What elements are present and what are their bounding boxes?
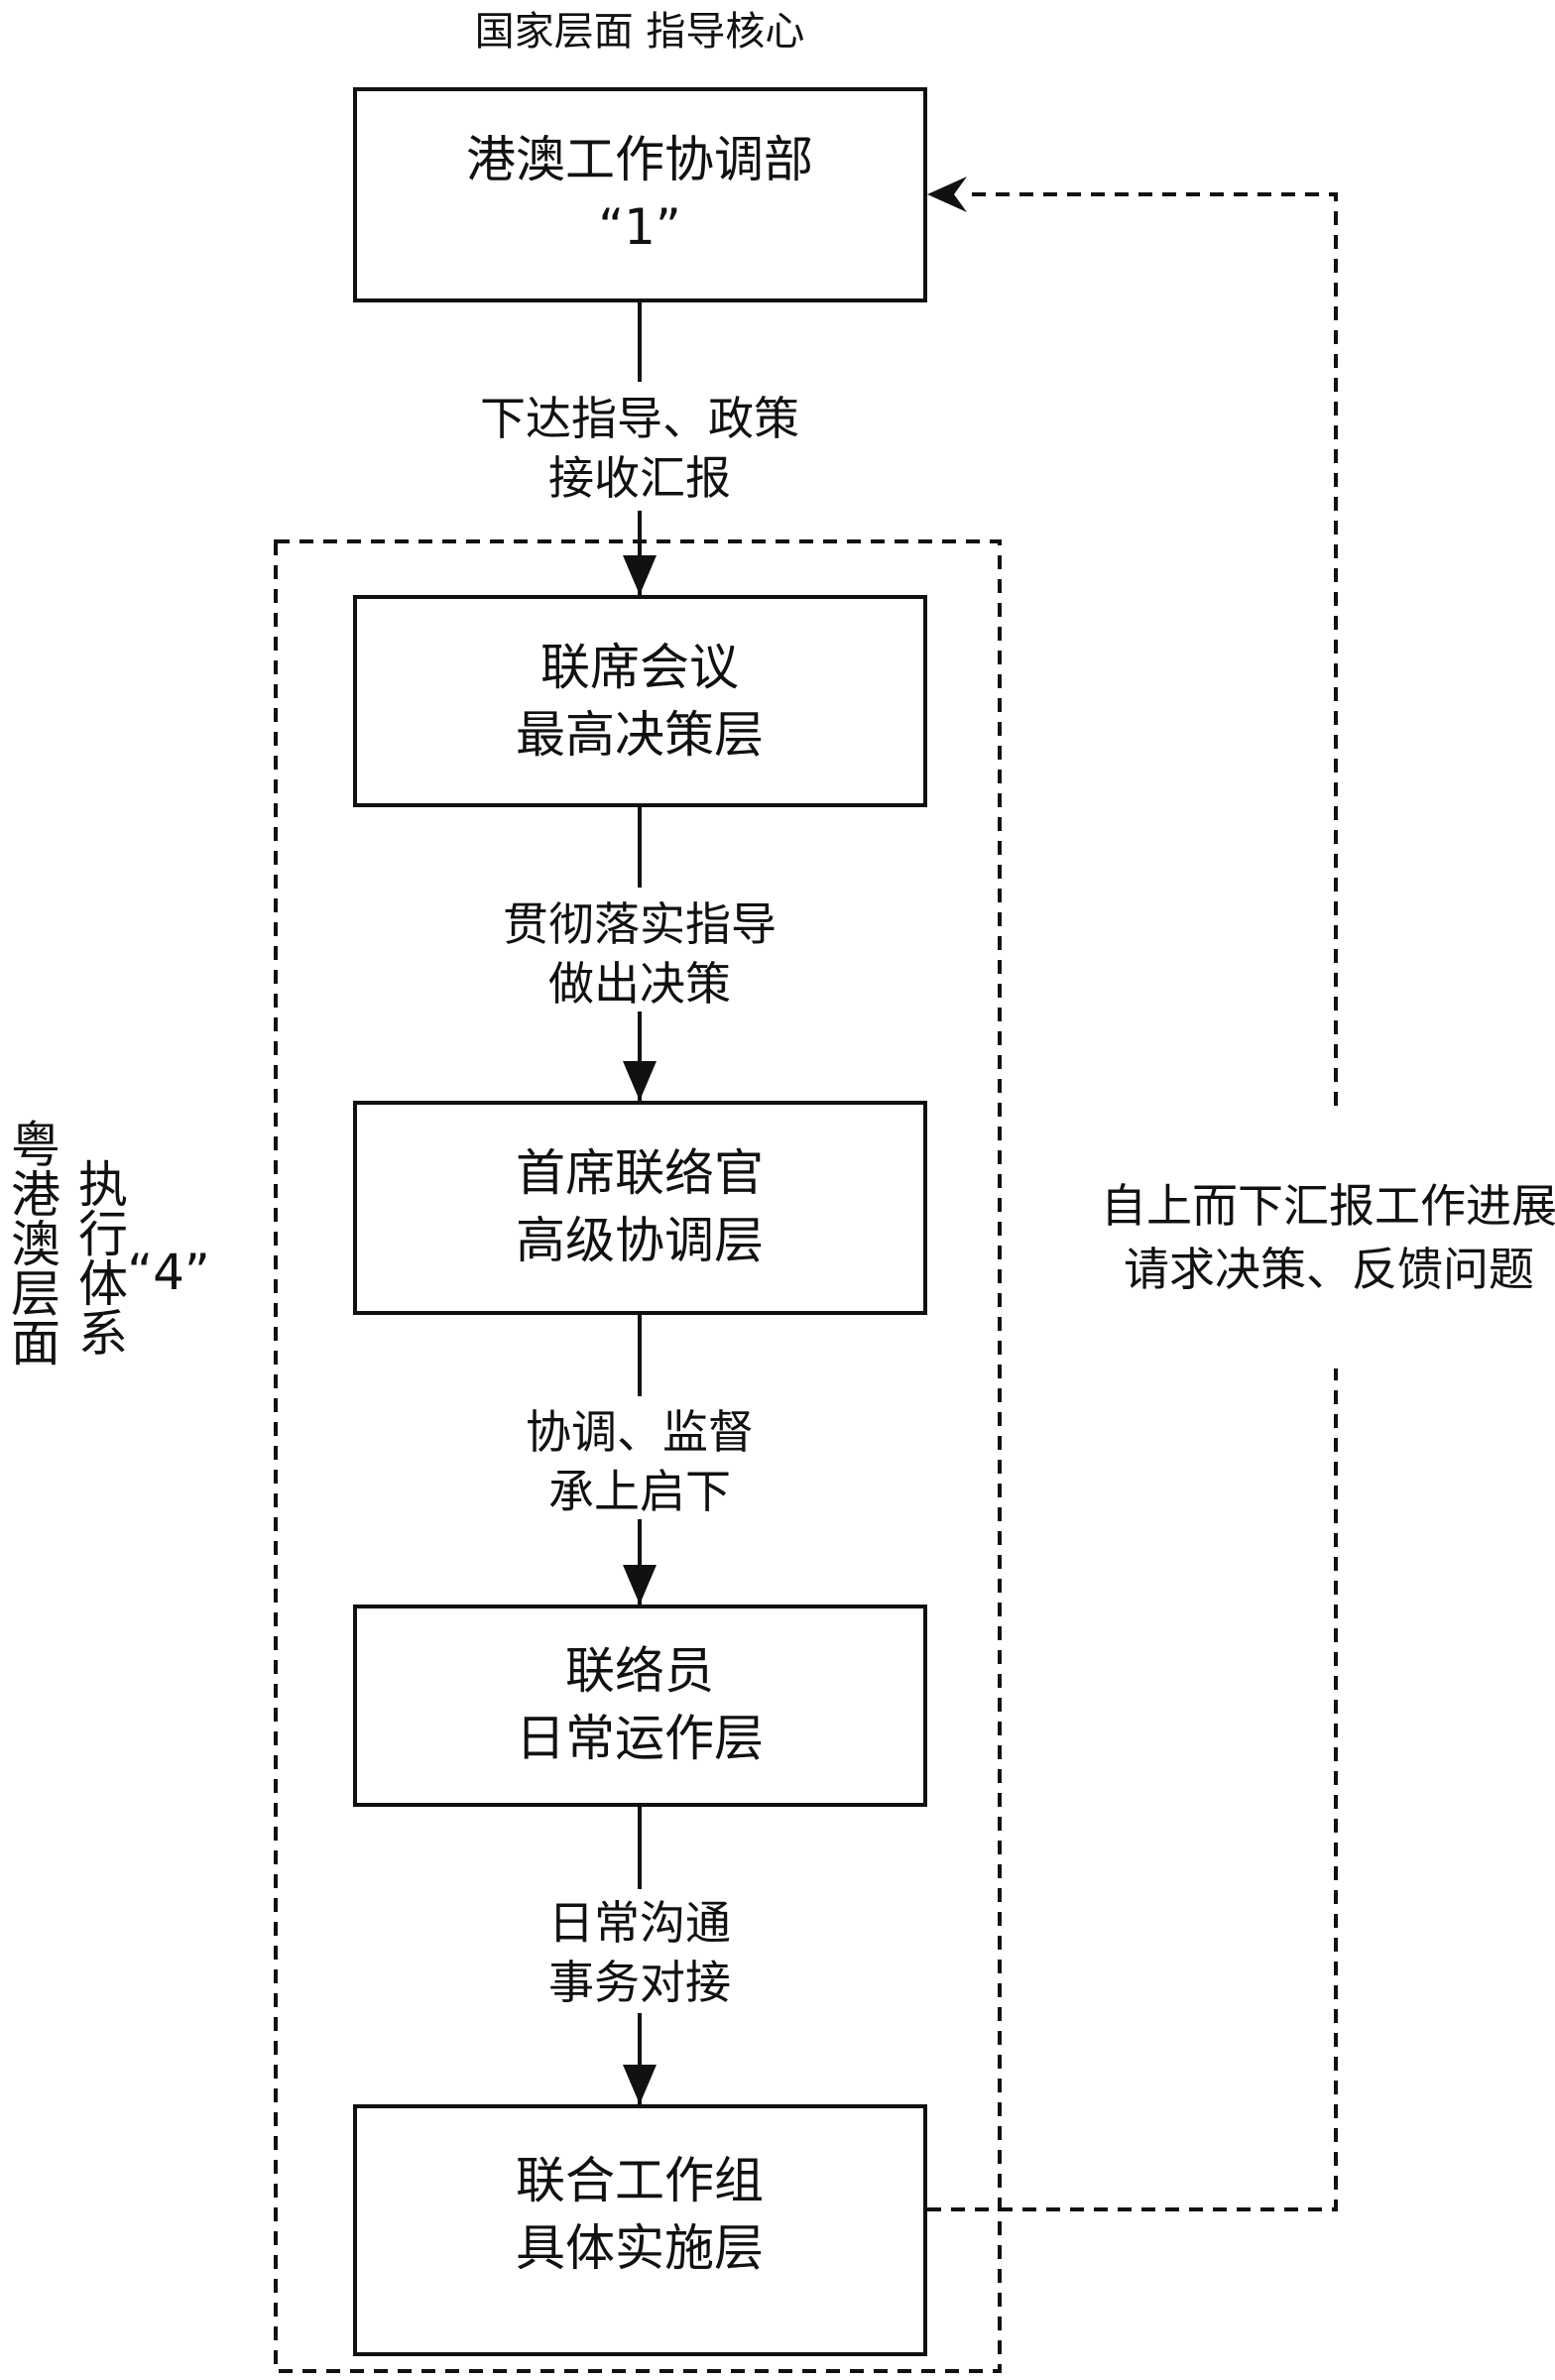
svg-text:事务对接: 事务对接 — [548, 1956, 731, 2009]
svg-text:自上而下汇报工作进展: 自上而下汇报工作进展 — [1101, 1179, 1555, 1233]
execution-system-label: 粤 港 澳 层 面 执 行 体 系 “4” — [11, 1117, 210, 1372]
svg-text:“4”: “4” — [127, 1244, 210, 1301]
svg-text:行: 行 — [78, 1206, 128, 1263]
svg-text:接收汇报: 接收汇报 — [548, 451, 731, 505]
svg-text:贯彻落实指导: 贯彻落实指导 — [503, 897, 777, 951]
svg-text:澳: 澳 — [11, 1216, 60, 1273]
svg-text:请求决策、反馈问题: 请求决策、反馈问题 — [1124, 1243, 1534, 1296]
svg-text:承上启下: 承上启下 — [548, 1465, 731, 1518]
edge-office-to-meeting: 下达指导、政策 接收汇报 — [480, 302, 799, 595]
node-joint-meeting: 联席会议 最高决策层 — [353, 595, 927, 807]
node-joint-working-group: 联合工作组 具体实施层 — [353, 2104, 927, 2356]
edge-chief-to-staff: 协调、监督 承上启下 — [526, 1315, 754, 1605]
svg-text:联席会议: 联席会议 — [540, 639, 739, 696]
svg-text:“1”: “1” — [598, 198, 681, 256]
svg-text:下达指导、政策: 下达指导、政策 — [480, 392, 799, 445]
svg-text:首席联络官: 首席联络官 — [516, 1144, 764, 1202]
svg-text:具体实施层: 具体实施层 — [516, 2219, 764, 2277]
svg-text:联合工作组: 联合工作组 — [516, 2152, 764, 2209]
svg-text:日常运作层: 日常运作层 — [516, 1710, 764, 1767]
node-liaison-staff: 联络员 日常运作层 — [353, 1605, 927, 1807]
edge-staff-to-group: 日常沟通 事务对接 — [548, 1807, 731, 2104]
svg-text:面: 面 — [11, 1315, 60, 1372]
svg-text:日常沟通: 日常沟通 — [548, 1896, 731, 1950]
svg-text:协调、监督: 协调、监督 — [526, 1405, 754, 1459]
svg-text:高级协调层: 高级协调层 — [516, 1212, 764, 1269]
feedback-loop: 自上而下汇报工作进展 请求决策、反馈问题 — [927, 177, 1555, 2211]
node-hk-macao-office: 港澳工作协调部 “1” — [353, 87, 927, 302]
edge-meeting-to-chief: 贯彻落实指导 做出决策 — [503, 807, 777, 1101]
svg-text:最高决策层: 最高决策层 — [516, 706, 764, 764]
svg-text:层: 层 — [11, 1265, 60, 1323]
svg-text:执: 执 — [78, 1156, 128, 1214]
national-level-label: 国家层面 指导核心 — [475, 9, 805, 55]
svg-text:港: 港 — [11, 1166, 60, 1224]
svg-text:粤: 粤 — [11, 1117, 60, 1174]
svg-text:联络员: 联络员 — [565, 1642, 714, 1700]
svg-text:体: 体 — [78, 1255, 128, 1313]
svg-text:港澳工作协调部: 港澳工作协调部 — [466, 131, 813, 188]
node-chief-liaison: 首席联络官 高级协调层 — [353, 1101, 927, 1315]
svg-text:系: 系 — [78, 1305, 128, 1363]
svg-text:做出决策: 做出决策 — [548, 957, 731, 1011]
